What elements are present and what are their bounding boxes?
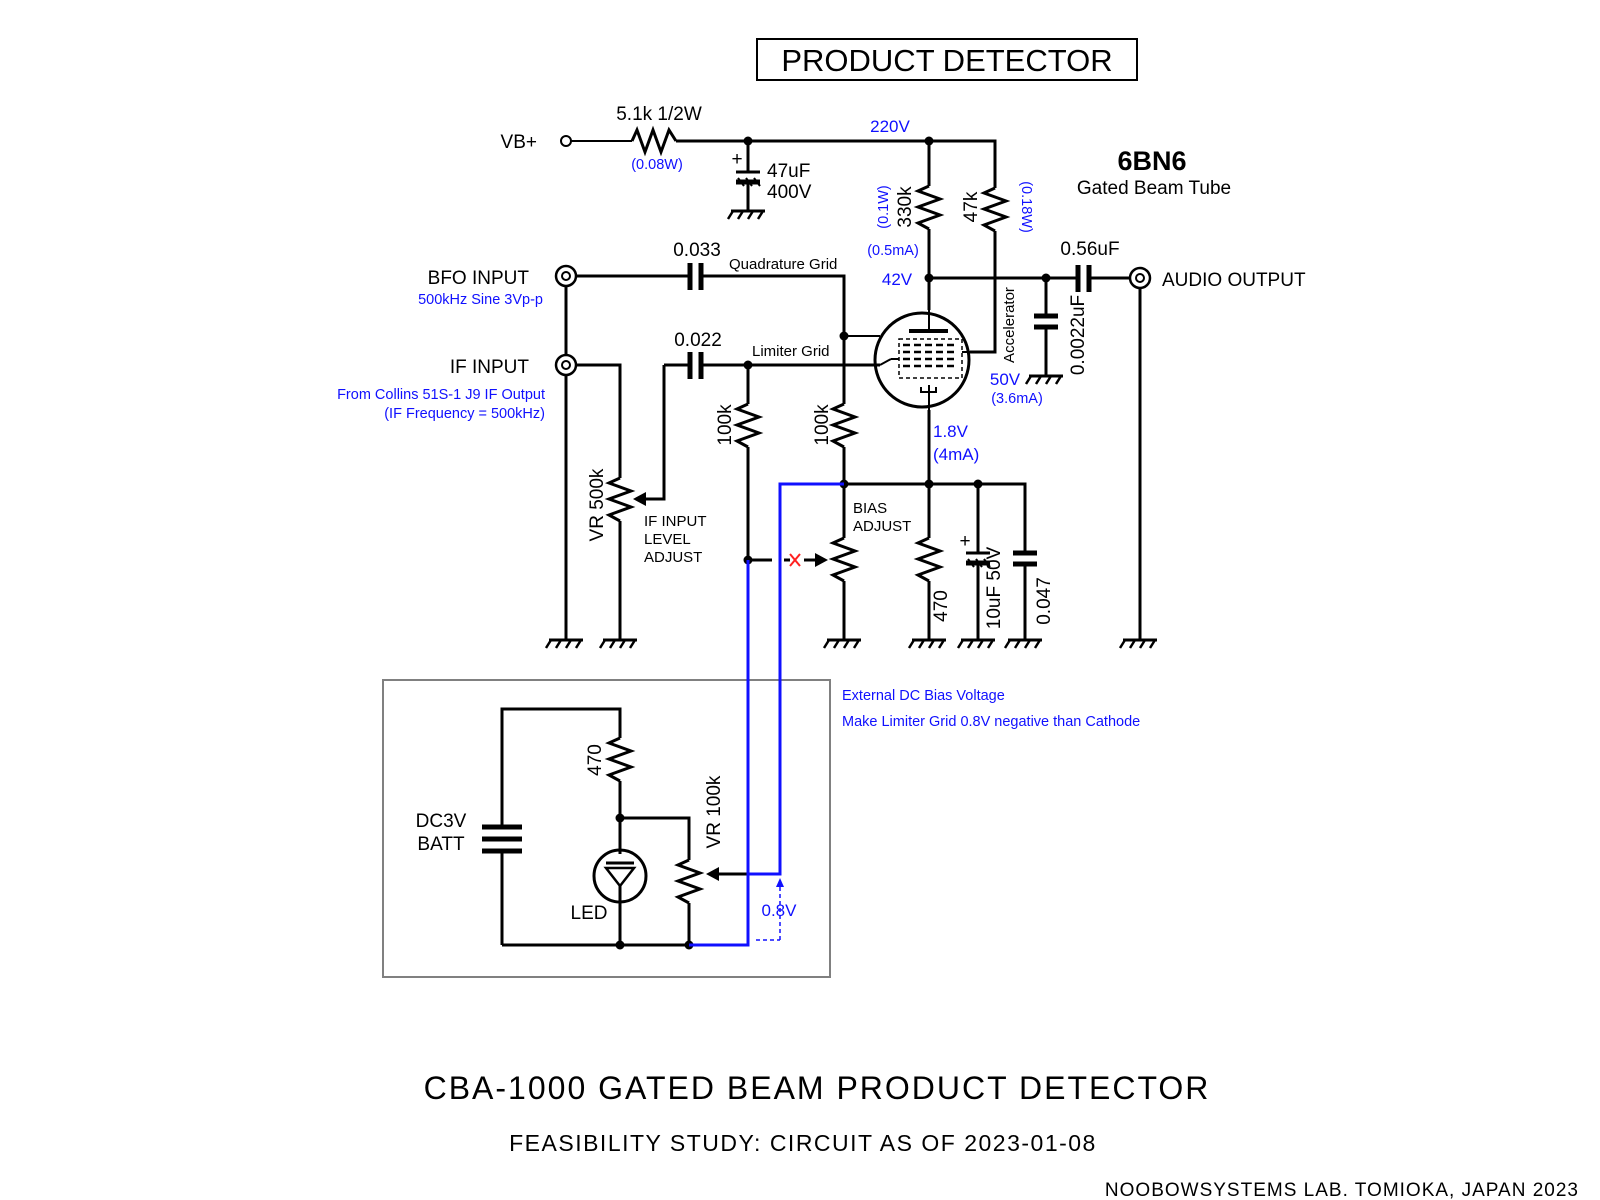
output-filter-capacitor: [1034, 313, 1058, 330]
bfo-coupling-capacitor: [687, 263, 704, 290]
if-input-label: IF INPUT: [450, 357, 530, 378]
bias-resistor-value: 470: [585, 744, 606, 776]
bias-potentiometer: [673, 858, 705, 905]
bias-voltage-arrow: [776, 878, 784, 887]
external-bias-wire-positive: [748, 482, 844, 876]
quadrature-grid-resistor: [828, 402, 860, 449]
title-box: [756, 38, 1138, 81]
limiter-grid-label: Limiter Grid: [752, 343, 830, 360]
if-input-note-2: (IF Frequency = 500kHz): [384, 406, 545, 422]
led-label: LED: [571, 903, 608, 924]
limiter-grid-resistor-value: 100k: [715, 404, 736, 446]
ground-symbol: [907, 638, 948, 650]
plate-resistor-power: (0.1W): [876, 185, 892, 229]
if-coupling-capacitor: [687, 352, 704, 379]
cathode-resistor: [913, 536, 945, 583]
external-bias-wire-negative: [689, 560, 750, 947]
bias-pot-wiper-arrow: [706, 867, 719, 881]
bias-adjust-potentiometer: [828, 536, 860, 583]
if-level-label-3: ADJUST: [644, 549, 702, 566]
if-level-wiper-arrow: [633, 492, 646, 506]
bias-pot-value: VR 100k: [704, 775, 725, 848]
bfo-input-note: 500kHz Sine 3Vp-p: [418, 292, 543, 308]
external-bias-note-2: Make Limiter Grid 0.8V negative than Cat…: [842, 714, 1140, 730]
bias-adjust-label-1: BIAS: [853, 500, 887, 517]
accelerator-resistor-power: (0.18W): [1018, 181, 1034, 233]
audio-output-jack: [1128, 266, 1152, 290]
ground-symbol: [1118, 638, 1159, 650]
cathode-cap-polarity: +: [959, 531, 970, 552]
if-level-potentiometer: [604, 476, 636, 523]
accelerator-voltage: 50V: [990, 370, 1021, 389]
cathode-current: (4mA): [933, 445, 979, 464]
battery: [482, 824, 522, 854]
plate-resistor-value: 330k: [895, 186, 916, 228]
if-input-jack: [554, 353, 578, 377]
quadrature-grid-resistor-value: 100k: [812, 404, 833, 446]
bias-resistor: [604, 736, 636, 783]
bfo-input-label: BFO INPUT: [428, 268, 530, 289]
battery-label-2: BATT: [417, 834, 465, 855]
accelerator-label: Accelerator: [1001, 287, 1018, 363]
footer-credit: NOOBOWSYSTEMS LAB. TOMIOKA, JAPAN 2023: [1105, 1180, 1579, 1200]
bfo-input-jack: [554, 264, 578, 288]
cathode-electrolytic-capacitor: [966, 551, 991, 568]
supply-terminal: [560, 135, 572, 147]
footer-heading: CBA-1000 GATED BEAM PRODUCT DETECTOR: [424, 1070, 1211, 1106]
ground-symbol: [1003, 638, 1044, 650]
supply-label: VB+: [501, 132, 537, 153]
output-filter-cap-value: 0.0022uF: [1068, 295, 1089, 375]
accelerator-resistor-value: 47k: [961, 191, 982, 222]
bias-voltage: 0.8V: [762, 901, 798, 920]
cathode-voltage: 1.8V: [933, 422, 969, 441]
footer-subheading: FEASIBILITY STUDY: CIRCUIT AS OF 2023-01…: [509, 1130, 1097, 1156]
plate-current: (0.5mA): [867, 243, 919, 259]
cathode-bypass-capacitor: [1013, 550, 1037, 567]
quadrature-grid-label: Quadrature Grid: [729, 256, 837, 273]
supply-resistor: [630, 125, 678, 157]
supply-resistor-power: (0.08W): [631, 157, 683, 173]
accelerator-resistor: [979, 186, 1011, 233]
tube-description: Gated Beam Tube: [1077, 178, 1231, 199]
bias-adjust-wiper-arrow: [815, 553, 828, 567]
ground-symbol: [822, 638, 863, 650]
supply-resistor-value: 5.1k 1/2W: [616, 104, 702, 125]
if-level-pot-value: VR 500k: [587, 468, 608, 541]
plate-resistor: [913, 184, 945, 231]
if-level-label-1: IF INPUT: [644, 513, 707, 530]
filter-cap-voltage: 400V: [767, 182, 812, 203]
if-level-label-2: LEVEL: [644, 531, 691, 548]
ground-symbol: [726, 209, 767, 221]
tube-type: 6BN6: [1117, 146, 1186, 176]
ground-symbol: [1024, 374, 1065, 386]
external-bias-box: [382, 679, 831, 978]
external-bias-note-1: External DC Bias Voltage: [842, 688, 1005, 704]
filter-capacitor: [736, 170, 761, 187]
filter-cap-value: 47uF: [767, 161, 810, 182]
plate-voltage: 42V: [882, 270, 913, 289]
coupling-capacitor: [1075, 265, 1092, 292]
if-input-note-1: From Collins 51S-1 J9 IF Output: [337, 387, 545, 403]
filter-cap-polarity: +: [731, 149, 742, 170]
bfo-cap-value: 0.033: [673, 240, 721, 261]
accelerator-current: (3.6mA): [991, 391, 1043, 407]
cathode-bypass-value: 0.047: [1034, 577, 1055, 625]
ground-symbol: [598, 638, 639, 650]
limiter-grid-resistor: [732, 402, 764, 449]
cathode-resistor-value: 470: [931, 590, 952, 622]
title: PRODUCT DETECTOR: [781, 43, 1112, 78]
coupling-cap-value: 0.56uF: [1060, 239, 1119, 260]
if-cap-value: 0.022: [674, 330, 722, 351]
battery-label-1: DC3V: [416, 811, 467, 832]
ground-symbol: [544, 638, 585, 650]
audio-output-label: AUDIO OUTPUT: [1162, 270, 1306, 291]
bias-adjust-label-2: ADJUST: [853, 518, 911, 535]
rail-voltage: 220V: [870, 117, 910, 136]
ground-symbol: [956, 638, 997, 650]
tube-6bn6: [873, 310, 971, 410]
cathode-electrolytic-value: 10uF 50V: [984, 546, 1005, 629]
